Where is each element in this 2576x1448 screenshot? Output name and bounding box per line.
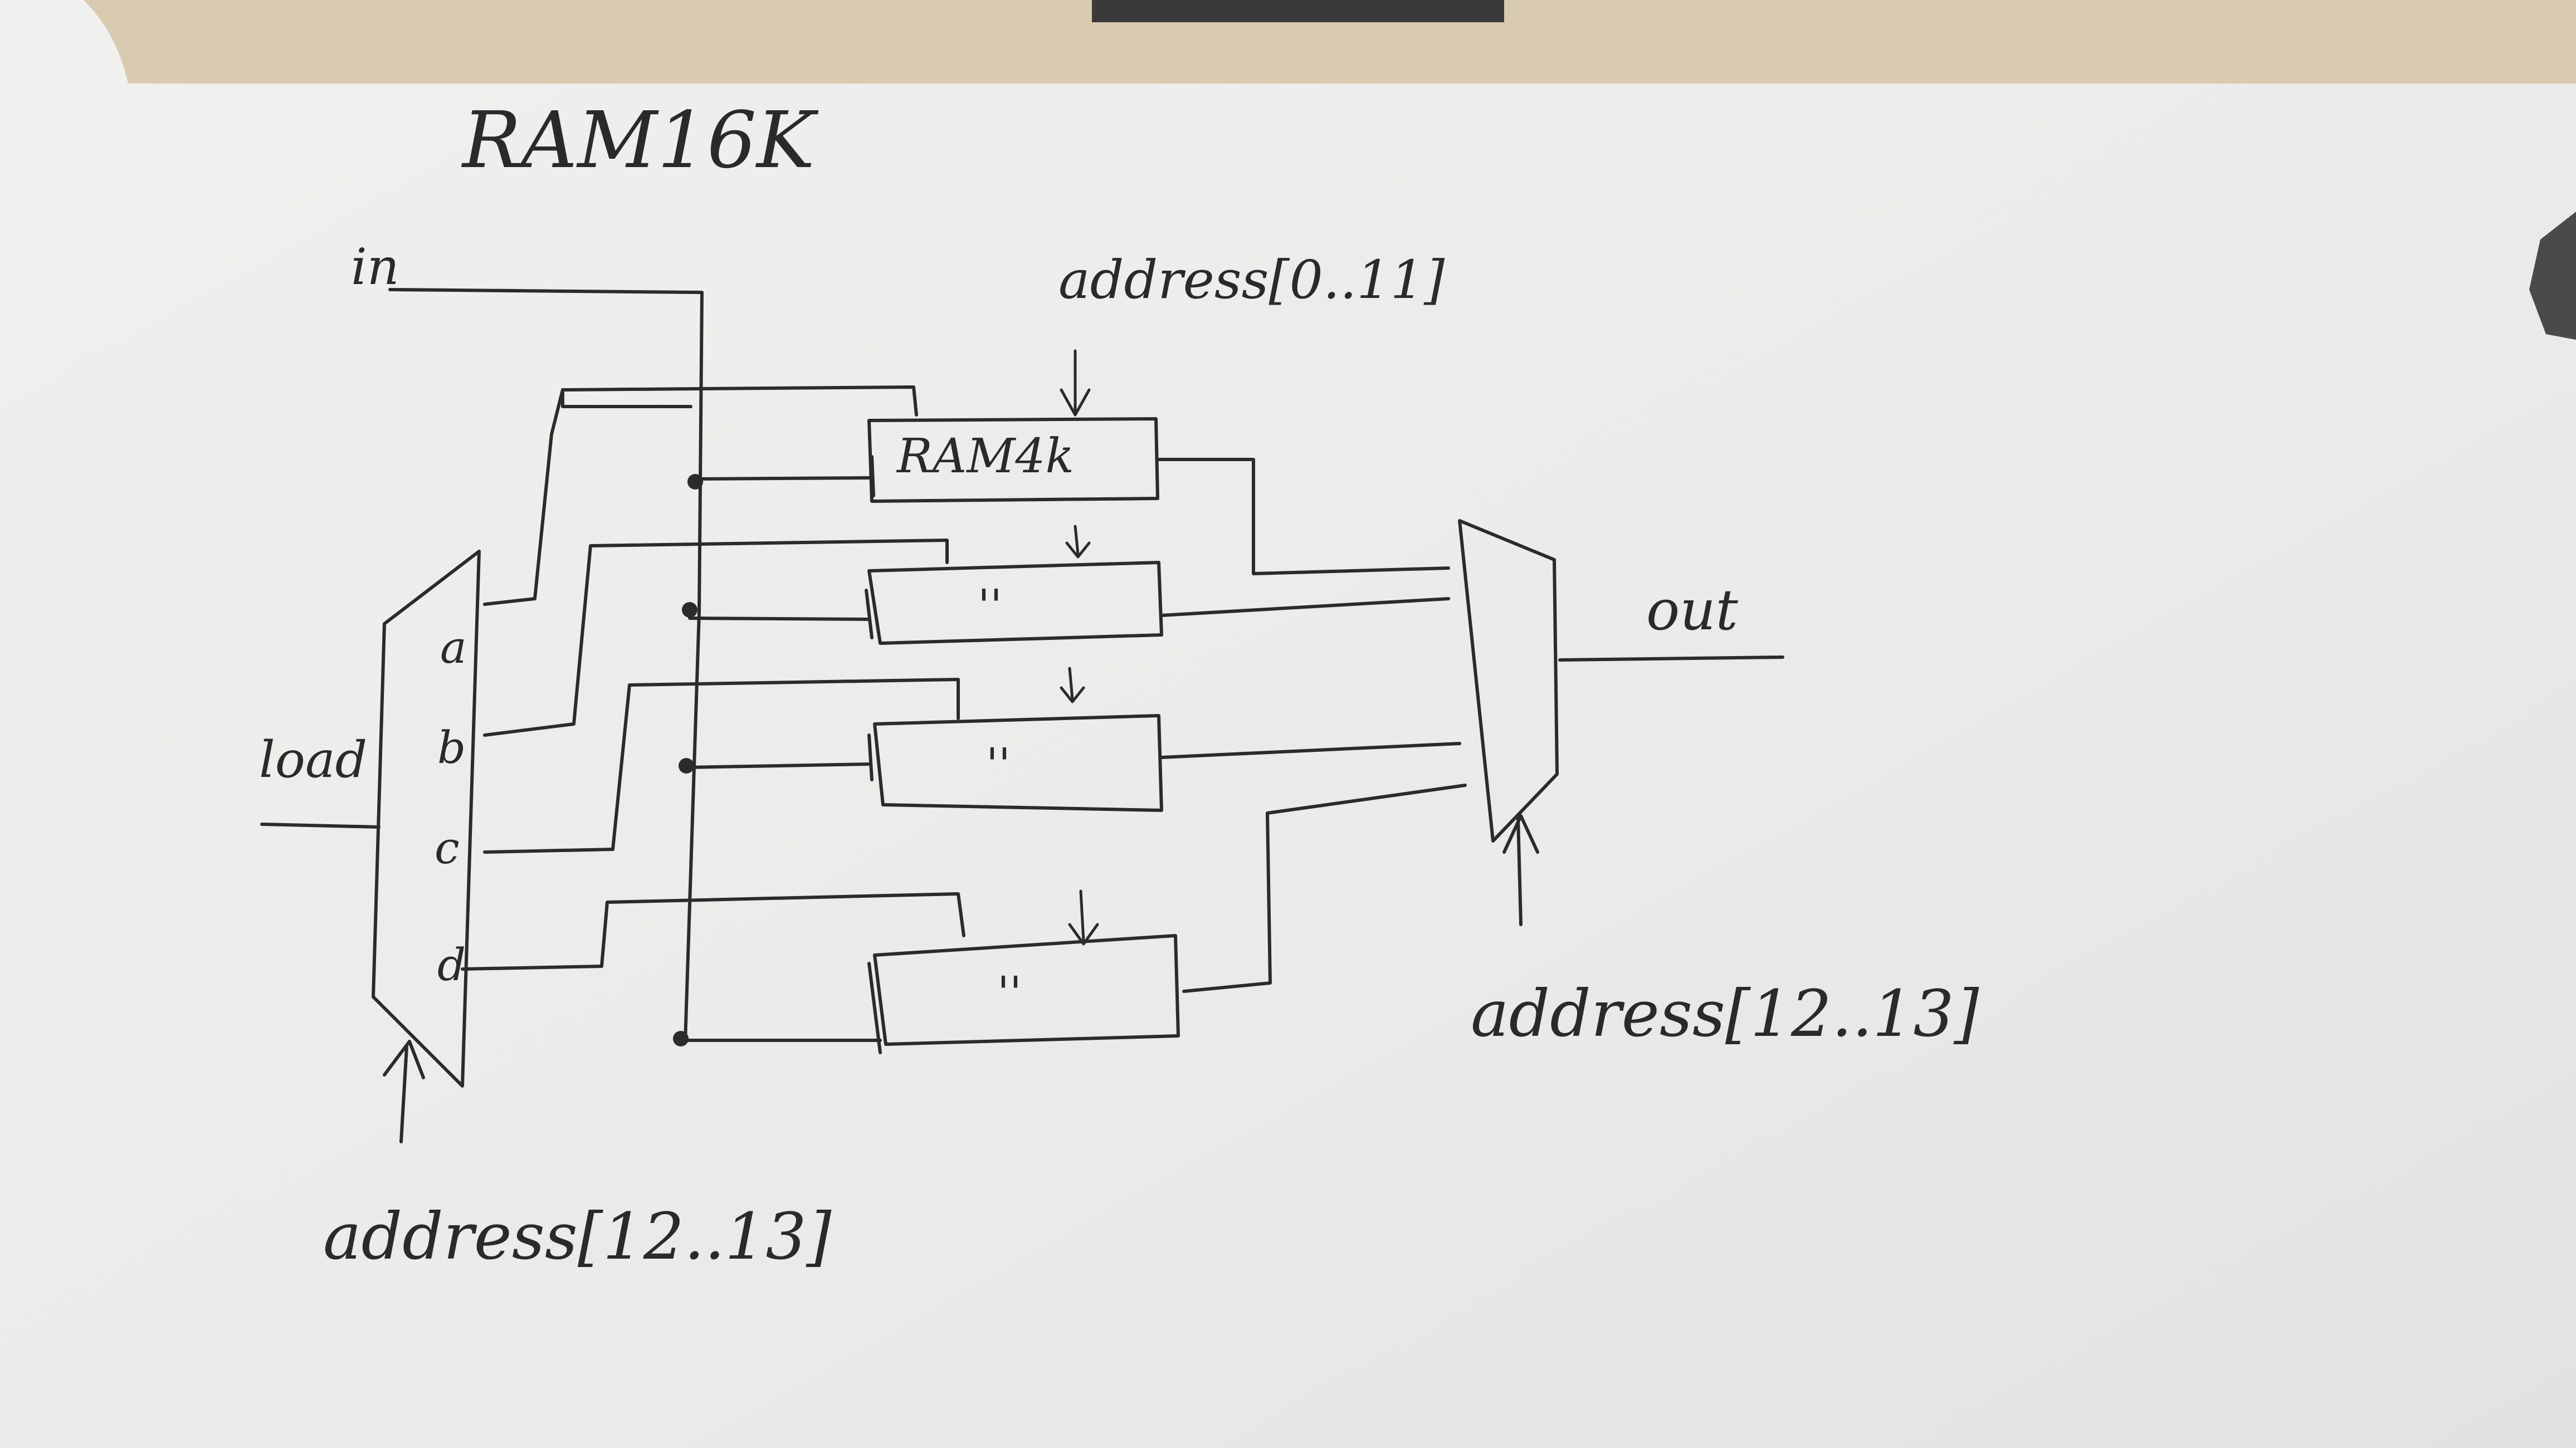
ram4k-block-4-tick — [867, 962, 882, 1054]
dmux-port-b: b — [437, 722, 466, 774]
block-1-label: RAM4k — [896, 429, 1074, 484]
ram4k-block-1-tick — [870, 455, 875, 497]
dmux-shape — [372, 550, 481, 1088]
dmux-port-d: d — [437, 939, 466, 991]
bus-to-block-3 — [685, 762, 871, 769]
block-3-out-wire — [1160, 742, 1461, 759]
input-in-label: in — [351, 238, 399, 296]
dmux-port-c: c — [435, 822, 460, 874]
block-4-label: '' — [997, 967, 1022, 1019]
ram4k-block-3-tick — [867, 733, 874, 781]
ram4k-block-1 — [867, 417, 1159, 503]
block-2-label: '' — [978, 580, 1002, 632]
out-wire — [1558, 655, 1784, 662]
dmux-a-extra — [561, 388, 692, 408]
input-load-label: load — [259, 731, 367, 789]
address-arrow-block-2 — [1065, 525, 1091, 559]
dmux-port-a: a — [440, 622, 467, 673]
address-arrow-block-4 — [1068, 889, 1099, 946]
mux-shape — [1458, 519, 1559, 843]
address-mux-label: address[12..13] — [1471, 977, 1979, 1051]
pen-object — [1092, 0, 1504, 22]
mux-address-arrow — [1502, 814, 1539, 926]
address-arrow-block-1 — [1060, 349, 1091, 417]
block-4-out-wire — [1182, 784, 1467, 993]
bus-junction-1 — [687, 474, 703, 490]
in-wire — [388, 288, 704, 1043]
dmux-address-arrow — [383, 1040, 425, 1143]
dmux-c-wire — [483, 678, 960, 854]
dmux-b-wire — [483, 539, 949, 737]
ram4k-block-4 — [873, 934, 1180, 1046]
diagram-title: RAM16K — [461, 95, 819, 186]
ram4k-block-2 — [867, 561, 1163, 645]
bus-junction-2 — [682, 602, 697, 618]
ram4k-block-2-tick — [865, 589, 874, 639]
address-dmux-label: address[12..13] — [323, 1200, 831, 1274]
address-top-label: address[0..11] — [1058, 250, 1445, 311]
address-arrow-block-3 — [1060, 667, 1085, 703]
block-2-out-wire — [1160, 597, 1450, 617]
bus-to-block-1 — [694, 476, 871, 481]
bus-to-block-2 — [688, 617, 871, 621]
ram4k-block-3 — [873, 714, 1163, 812]
block-3-label: '' — [986, 738, 1011, 790]
output-out-label: out — [1646, 578, 1739, 643]
dmux-d-wire — [461, 892, 965, 971]
dmux-a-wire — [483, 385, 918, 606]
block-1-out-wire — [1156, 458, 1450, 575]
pen-tip-object — [2529, 212, 2576, 340]
load-wire — [260, 823, 380, 829]
